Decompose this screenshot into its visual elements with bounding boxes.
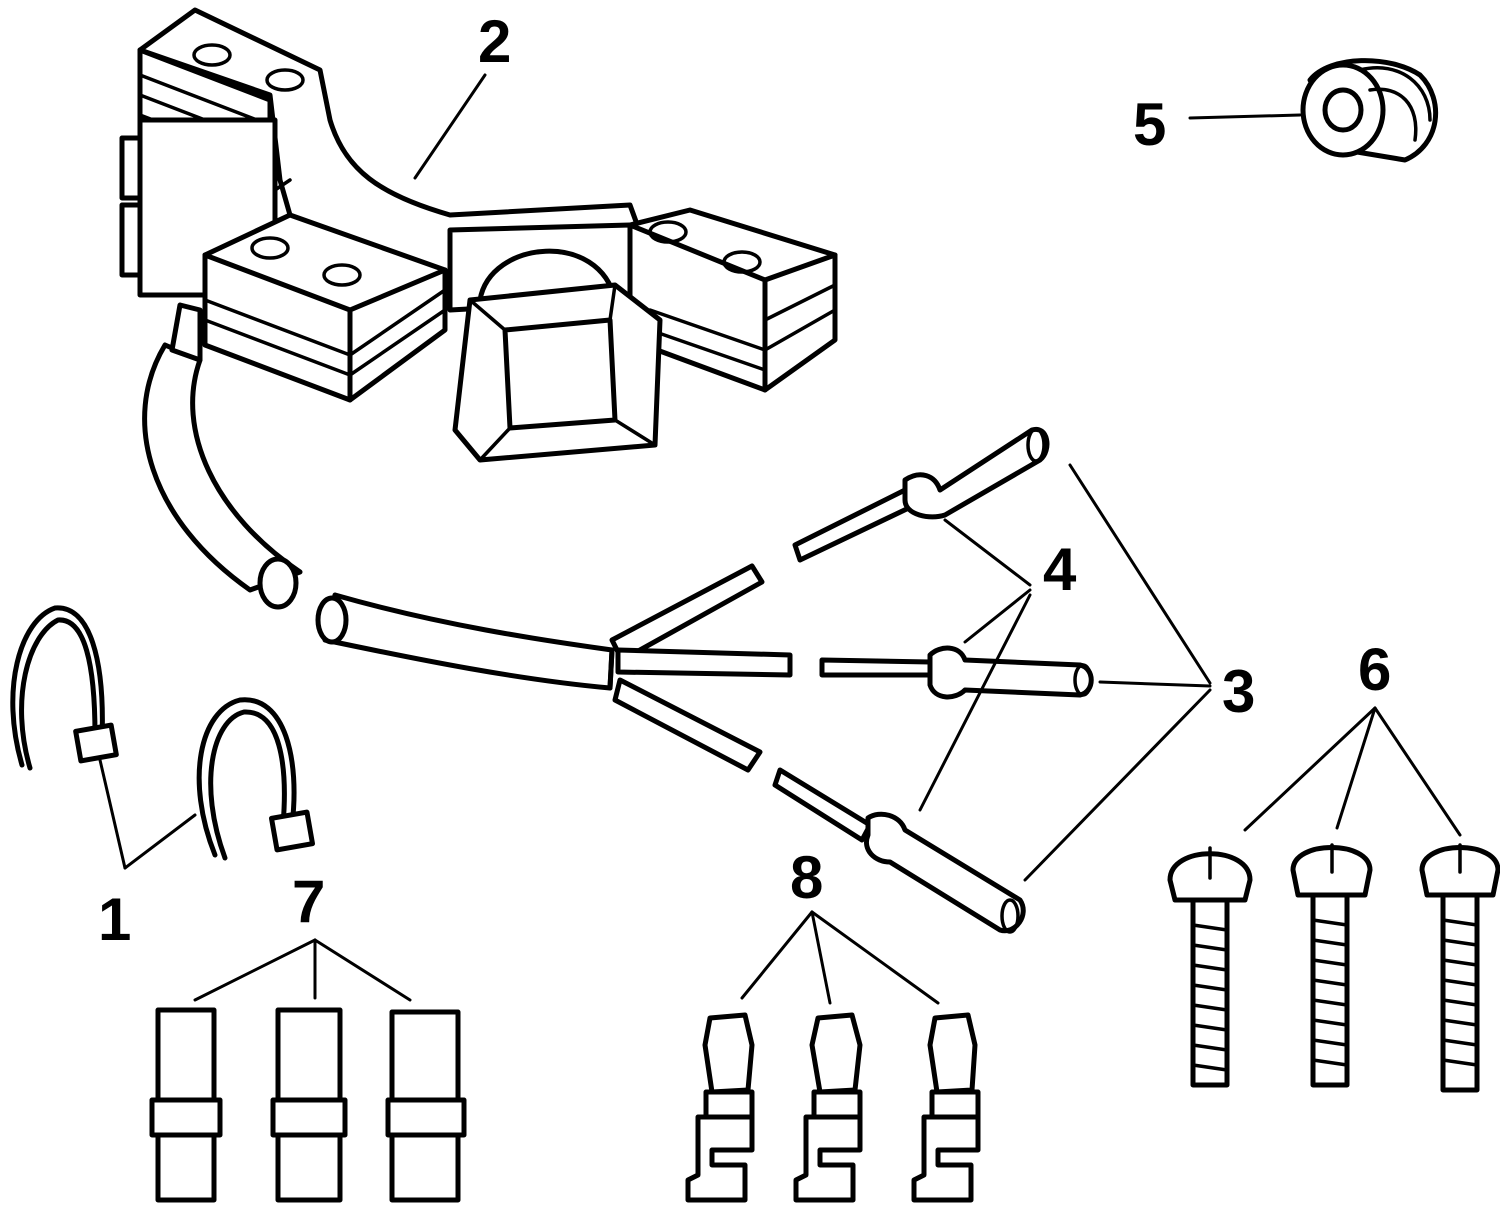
callout-4: 4: [1043, 536, 1077, 603]
screw-3: [1419, 843, 1500, 1093]
ring-terminal-3: [911, 1012, 981, 1203]
screw-2: [1290, 843, 1373, 1088]
leader-lines: [98, 73, 1462, 1005]
callout-6: 6: [1358, 636, 1391, 703]
cable-tie-2: [196, 697, 316, 861]
middle-terminal: [819, 645, 1094, 700]
callout-2: 2: [478, 8, 511, 75]
ring-terminal-2: [793, 1012, 863, 1203]
callout-7: 7: [292, 868, 325, 935]
screw-1: [1167, 846, 1253, 1088]
callout-3: 3: [1222, 658, 1255, 725]
callout-5: 5: [1133, 91, 1166, 158]
butt-connector-3: [385, 1009, 467, 1203]
callout-1: 1: [98, 886, 131, 953]
grommet: [1300, 58, 1438, 163]
butt-connector-2: [270, 1007, 348, 1203]
wire-harness-cable: [142, 302, 615, 691]
butt-connector-1: [149, 1007, 223, 1203]
lower-terminal: [772, 767, 1026, 934]
upper-terminal: [792, 426, 1050, 563]
stator-coil-assembly: [119, 7, 838, 463]
callout-8: 8: [790, 844, 823, 911]
cable-tie-1: [10, 605, 119, 771]
ring-terminal-1: [685, 1012, 755, 1203]
wire-leads: [609, 563, 793, 773]
